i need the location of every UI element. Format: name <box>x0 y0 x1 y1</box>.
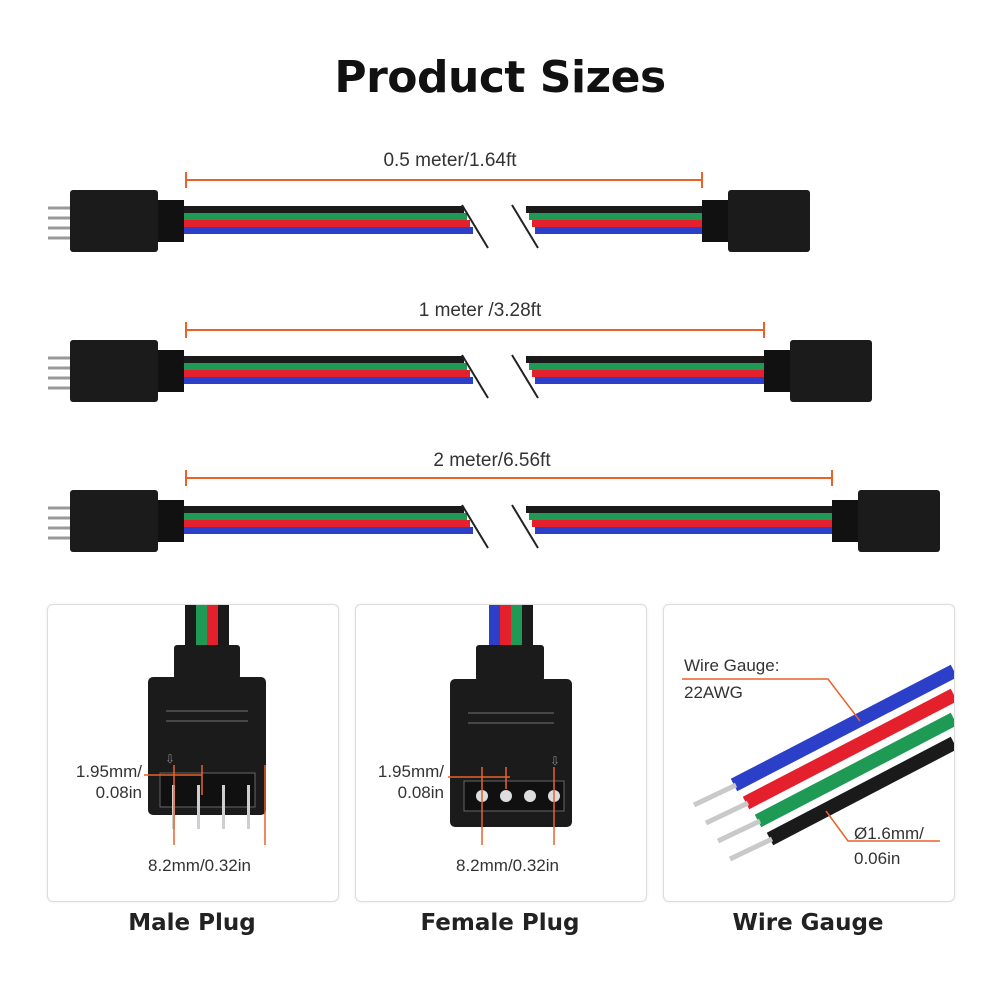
male-plug-panel: ⇩ 1.95mm/ 0.08in 8.2mm/0.32in <box>47 604 339 902</box>
arrow-mark-icon: ⇩ <box>165 752 175 766</box>
cable-length-label: 0.5 meter/1.64ft <box>294 150 606 172</box>
cable-0-5m: 0.5 meter/1.64ft <box>0 150 1000 260</box>
cable-2m-illustration <box>48 470 940 552</box>
pin-icon <box>704 800 750 826</box>
male-plug-caption: Male Plug <box>128 910 256 936</box>
cable-1m: 1 meter /3.28ft <box>0 300 1000 410</box>
pin-icon <box>222 785 225 829</box>
female-connector-icon <box>702 190 810 252</box>
female-connector-icon <box>764 340 872 402</box>
wire-gauge-label: Wire Gauge: 22AWG <box>684 656 780 702</box>
female-pitch-label: 1.95mm/ 0.08in <box>377 762 444 802</box>
male-connector-icon <box>48 340 184 402</box>
male-pitch-label: 1.95mm/ 0.08in <box>75 762 142 802</box>
male-connector-icon <box>48 490 184 552</box>
wire-diameter-label: Ø1.6mm/ 0.06in <box>854 824 924 868</box>
pin-icon <box>728 836 774 862</box>
wire-gauge-caption: Wire Gauge <box>732 910 884 936</box>
pin-icon <box>716 818 762 844</box>
wire-gauge-panel: Wire Gauge: 22AWG Ø1.6mm/ 0.06in <box>663 604 955 902</box>
page-title: Product Sizes <box>334 52 666 103</box>
female-plug-caption: Female Plug <box>420 910 580 936</box>
cable-length-label: 1 meter /3.28ft <box>324 300 636 322</box>
female-connector-icon <box>832 490 940 552</box>
female-width-label: 8.2mm/0.32in <box>456 856 559 875</box>
cable-0-5m-illustration <box>48 172 810 252</box>
male-connector-icon <box>48 190 184 252</box>
cable-2m: 2 meter/6.56ft <box>0 450 1000 560</box>
male-plug-illustration: ⇩ <box>144 605 266 845</box>
pin-icon <box>500 790 512 802</box>
pin-icon <box>247 785 250 829</box>
cable-1m-illustration <box>48 322 872 402</box>
female-plug-panel: ⇩ 1.95mm/ 0.08in 8.2mm/0.32in <box>355 604 647 902</box>
pin-icon <box>692 782 738 808</box>
female-plug-illustration: ⇩ <box>448 605 572 845</box>
male-width-label: 8.2mm/0.32in <box>148 856 251 875</box>
pin-icon <box>197 785 200 829</box>
pin-icon <box>524 790 536 802</box>
arrow-mark-icon: ⇩ <box>550 754 560 768</box>
wire-gauge-illustration <box>682 664 954 862</box>
cable-length-label: 2 meter/6.56ft <box>336 450 648 472</box>
